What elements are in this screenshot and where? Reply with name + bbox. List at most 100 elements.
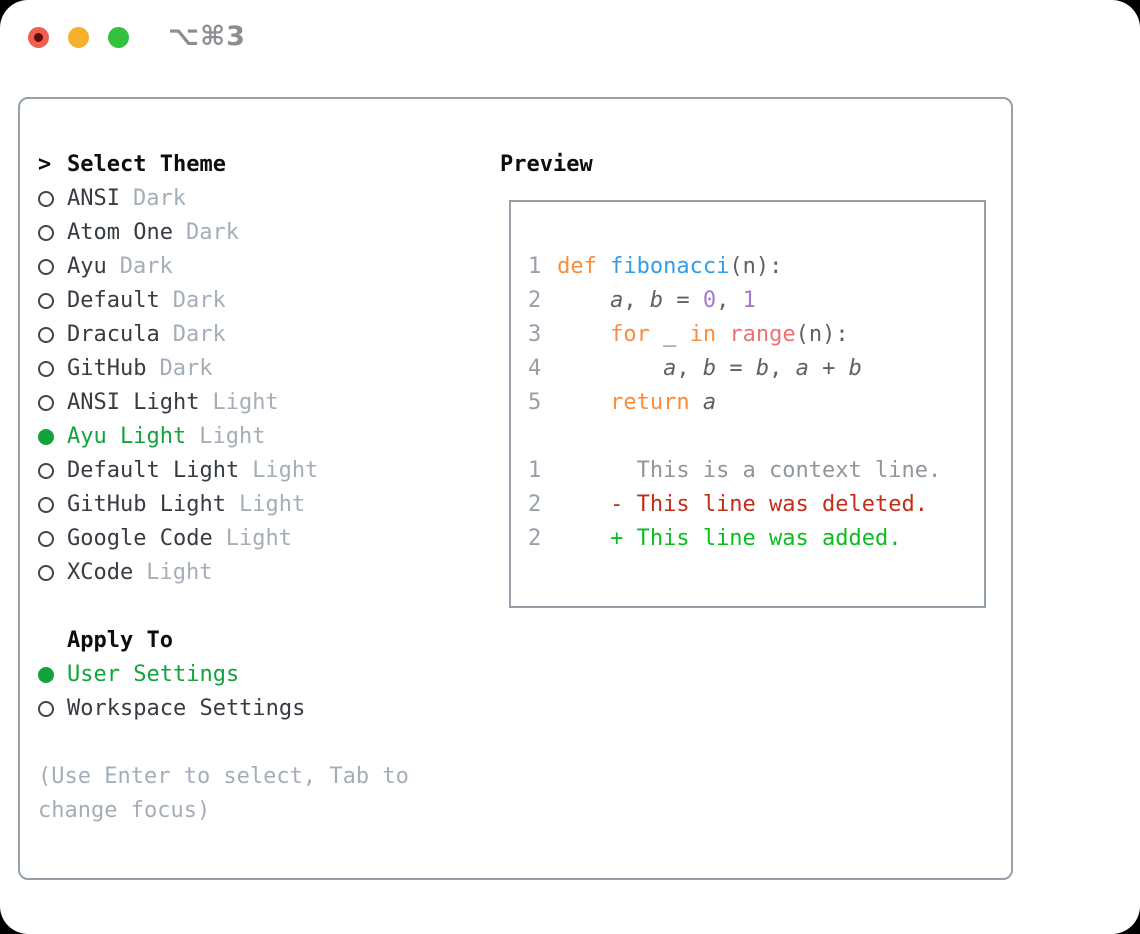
- code-token-fg: _: [649, 322, 690, 347]
- theme-option[interactable]: Default Dark: [38, 284, 500, 318]
- marker-column: [38, 531, 67, 547]
- option-label: Default: [67, 288, 160, 313]
- theme-option[interactable]: Google Code Light: [38, 522, 500, 556]
- code-token-number: 0: [702, 288, 717, 313]
- theme-option[interactable]: GitHub Dark: [38, 352, 500, 386]
- marker-column: [38, 429, 67, 445]
- code-token-fg: =: [663, 288, 703, 313]
- titlebar: ⌥⌘3: [0, 0, 1140, 78]
- theme-option[interactable]: Default Light Light: [38, 454, 500, 488]
- diff-deleted-line: 2 - This line was deleted.: [528, 488, 984, 522]
- line-number: 5: [528, 390, 542, 415]
- marker-column: [38, 565, 67, 581]
- marker-column: [38, 497, 67, 513]
- option-label: GitHub: [67, 356, 147, 381]
- option-label: Workspace Settings: [67, 696, 306, 721]
- code-token-fg: b: [848, 356, 862, 381]
- option-variant-tag: Dark: [172, 288, 226, 313]
- radio-icon: [38, 191, 54, 207]
- option-label: Ayu: [67, 254, 107, 279]
- code-line: 3 for _ in range(n):: [528, 318, 984, 352]
- code-token-call: range: [729, 322, 796, 347]
- code-token-fg: [716, 322, 729, 347]
- radio-icon: [38, 293, 54, 309]
- code-token-fg: =: [716, 356, 756, 381]
- marker-column: [38, 225, 67, 241]
- option-variant-tag: Light: [212, 390, 279, 415]
- apply-to-option[interactable]: User Settings: [38, 658, 500, 692]
- marker-column: [38, 361, 67, 377]
- maximize-button[interactable]: [108, 27, 129, 48]
- theme-option[interactable]: Atom One Dark: [38, 216, 500, 250]
- code-token-fg: ,: [716, 288, 743, 313]
- code-token-fg: [597, 254, 610, 279]
- window-title: ⌥⌘3: [168, 21, 246, 52]
- apply-to-option[interactable]: Workspace Settings: [38, 692, 500, 726]
- option-variant-tag: Dark: [185, 220, 239, 245]
- option-label: GitHub Light: [67, 492, 226, 517]
- code-token-fg: +: [808, 356, 849, 381]
- radio-icon: [38, 701, 54, 717]
- radio-selected-icon: [38, 429, 54, 445]
- code-token-fg: [557, 390, 610, 415]
- code-token-fg: ,: [769, 356, 796, 381]
- hint-line-1: (Use Enter to select, Tab to: [38, 764, 409, 789]
- option-variant-tag: Light: [199, 424, 266, 449]
- close-button[interactable]: [28, 27, 49, 48]
- code-token-fg: a: [702, 390, 717, 415]
- code-token-fg: a: [795, 356, 809, 381]
- option-variant-tag: Light: [252, 458, 319, 483]
- diff-added-line: 2 + This line was added.: [528, 522, 984, 556]
- theme-option[interactable]: ANSI Light Light: [38, 386, 500, 420]
- radio-icon: [38, 395, 54, 411]
- code-token-fg: b: [702, 356, 717, 381]
- option-label: Atom One: [67, 220, 173, 245]
- minimize-button[interactable]: [68, 27, 89, 48]
- code-token-context: This is a context line.: [557, 458, 942, 483]
- marker-column: [38, 395, 67, 411]
- option-variant-tag: Dark: [159, 356, 213, 381]
- selection-cursor-icon: >: [38, 152, 52, 177]
- code-line: 4 a, b = b, a + b: [528, 352, 984, 386]
- code-token-fg: [557, 356, 663, 381]
- theme-selector-header: > Select Theme: [38, 148, 500, 182]
- code-token-fg: a: [663, 356, 677, 381]
- code-token-fg: [557, 288, 610, 313]
- close-dot-icon: [34, 33, 43, 42]
- option-variant-tag: Dark: [132, 186, 186, 211]
- option-variant-tag: Light: [225, 526, 292, 551]
- marker-column: [38, 191, 67, 207]
- diff-context-line: 1 This is a context line.: [528, 454, 984, 488]
- radio-icon: [38, 531, 54, 547]
- radio-icon: [38, 327, 54, 343]
- radio-icon: [38, 497, 54, 513]
- radio-icon: [38, 361, 54, 377]
- theme-option[interactable]: ANSI Dark: [38, 182, 500, 216]
- preview-title: Preview: [500, 152, 593, 177]
- spacer: [38, 726, 500, 760]
- code-token-fg: b: [649, 288, 664, 313]
- option-label: ANSI: [67, 186, 120, 211]
- option-label: Google Code: [67, 526, 213, 551]
- line-number: 3: [528, 322, 542, 347]
- option-label: Default Light: [67, 458, 240, 483]
- spacer: [38, 590, 500, 624]
- marker-column: [38, 667, 67, 683]
- code-token-fg: a: [610, 288, 624, 313]
- code-token-fg: b: [755, 356, 770, 381]
- option-label: ANSI Light: [67, 390, 200, 415]
- radio-selected-icon: [38, 667, 54, 683]
- option-variant-tag: Light: [146, 560, 213, 585]
- hint-line-2: change focus): [38, 798, 211, 823]
